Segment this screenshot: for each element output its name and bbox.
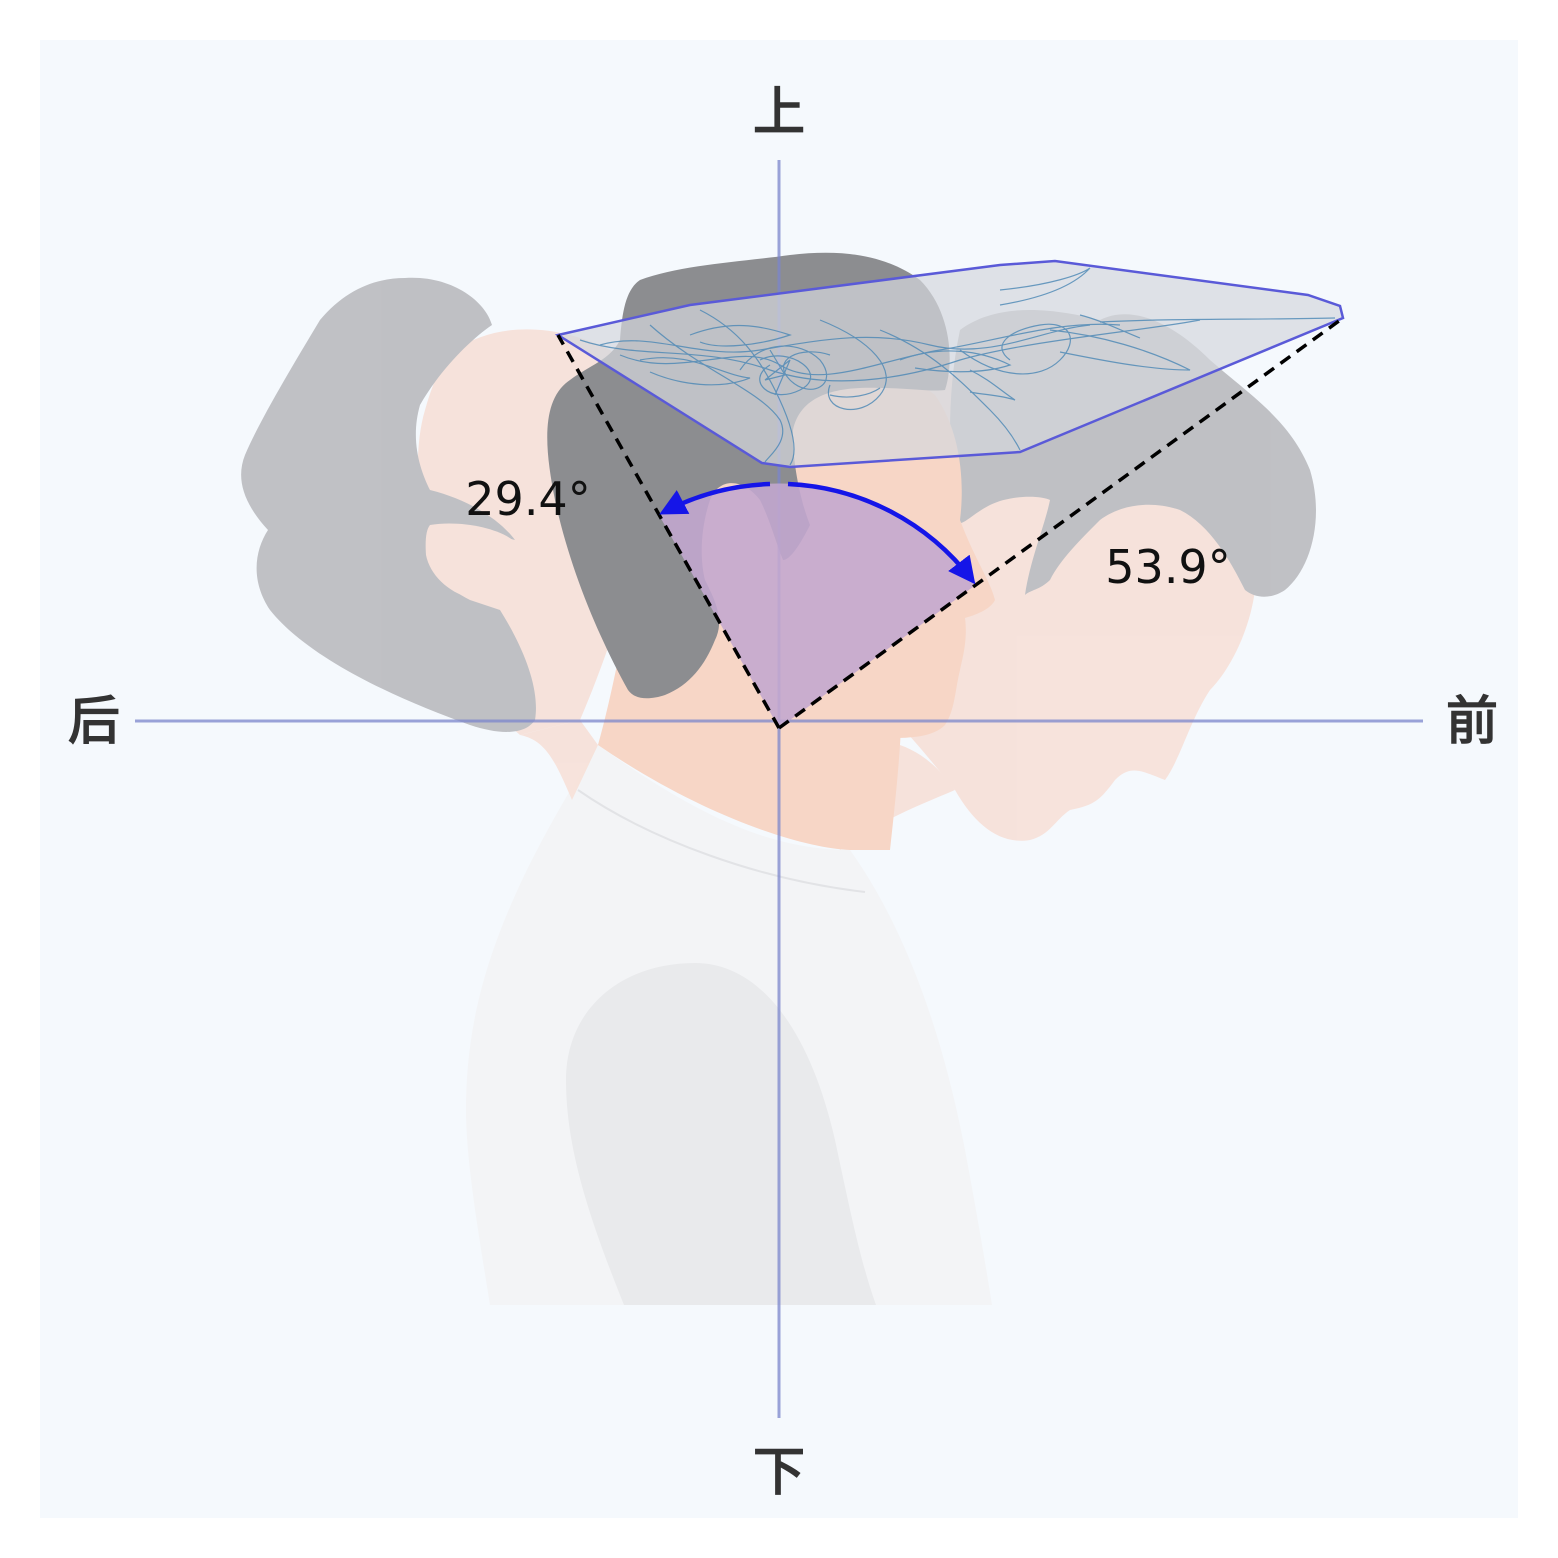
trajectory-hull (554, 259, 1345, 469)
forward-limit-line (777, 316, 1345, 730)
trajectory-region (554, 259, 1345, 469)
extreme-lines (556, 316, 1345, 730)
backward-limit-line (556, 334, 781, 729)
trajectory-traces (579, 267, 1336, 466)
direction-label-down: 下 (753, 1443, 805, 1503)
direction-label-front: 前 (1446, 692, 1498, 752)
head-tilted-back (241, 277, 652, 800)
direction-label-back: 后 (68, 692, 120, 752)
forward-angle-label: 53.9° (1105, 540, 1230, 594)
back-head-neck (520, 720, 598, 800)
angle-arrows (659, 481, 976, 585)
back-head-ear (425, 523, 515, 598)
backward-angle-label: 29.4° (465, 472, 590, 526)
motion-range-sector (659, 483, 977, 728)
backward-arc-arrow (659, 481, 771, 515)
shirt-sleeve (566, 963, 876, 1305)
torso-figure (466, 745, 992, 1305)
direction-label-up: 上 (753, 83, 805, 143)
back-head-hair (241, 277, 536, 732)
forward-arc-arrow (787, 481, 976, 585)
shirt-collar-line (577, 789, 866, 893)
